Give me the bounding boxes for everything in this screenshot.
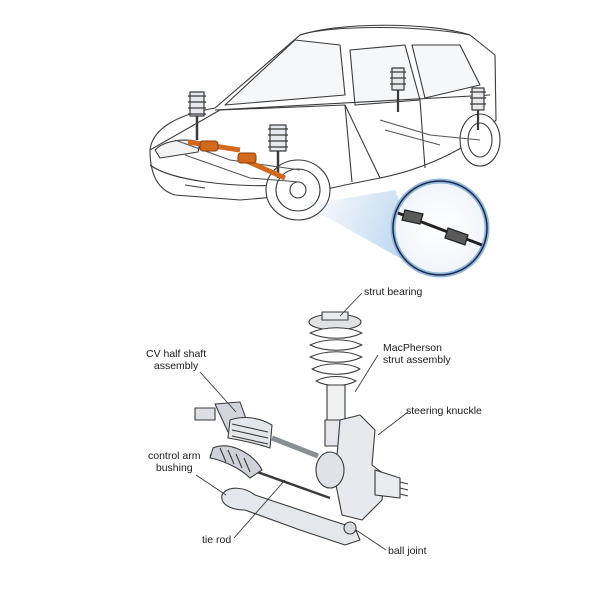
steering-knuckle-hub [315, 414, 409, 535]
door-line-1 [344, 104, 353, 183]
fog-light [184, 184, 206, 189]
label-control-arm-bushing-line1: control arm [148, 450, 201, 462]
tie-rod-boot [209, 445, 263, 479]
label-ball-joint: ball joint [388, 545, 427, 557]
rear-strut-left [390, 67, 406, 112]
strut-assembly [308, 311, 363, 447]
leader-ball-joint [355, 529, 387, 551]
side-window-rear [411, 44, 481, 99]
label-macpherson-strut-line1: MacPherson [383, 342, 442, 354]
cv-half-shaft [194, 401, 319, 459]
front-strut-left [188, 91, 206, 140]
label-macpherson-strut: MacPherson strut assembly [383, 342, 451, 366]
label-control-arm-bushing: control arm bushing [148, 450, 201, 474]
label-tie-rod: tie rod [202, 534, 232, 546]
leader-macpherson [354, 354, 379, 393]
roof-line [299, 24, 471, 36]
rear-subframe [379, 119, 481, 146]
label-steering-knuckle: steering knuckle [406, 405, 482, 417]
label-control-arm-bushing-line2: bushing [155, 462, 193, 474]
leader-lines [195, 292, 409, 551]
leader-cv-half-shaft [199, 371, 237, 413]
beltline [214, 94, 491, 111]
label-cv-half-shaft: CV half shaft assembly [146, 348, 206, 372]
leader-strut-bearing [339, 292, 363, 317]
label-macpherson-strut-line2: strut assembly [383, 354, 451, 366]
cv-shaft-inset [390, 178, 490, 278]
door-line-2 [419, 99, 426, 169]
control-arm [221, 487, 361, 546]
leader-steering-knuckle [377, 411, 409, 436]
leader-tie-rod [233, 479, 286, 539]
windshield [224, 39, 346, 106]
label-strut-bearing: strut bearing [364, 286, 423, 298]
leader-control-arm-bushing [195, 474, 227, 496]
front-subframe [174, 139, 301, 183]
hood-line [149, 104, 381, 179]
rear-strut-right [470, 87, 486, 130]
front-strut-right [268, 124, 288, 178]
suspension-assembly [194, 311, 409, 546]
car-illustration [149, 24, 501, 221]
highlighted-cv-shafts [187, 139, 287, 181]
label-cv-half-shaft-line1: CV half shaft [146, 348, 207, 360]
label-cv-half-shaft-line2: assembly [153, 360, 199, 372]
